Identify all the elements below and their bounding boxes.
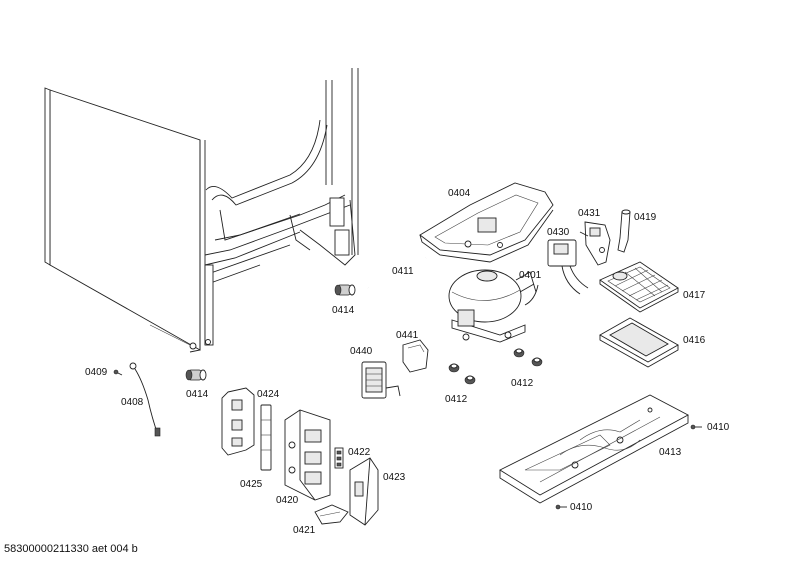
label-0440: 0440: [350, 346, 373, 357]
part-0410-screw-a: [690, 424, 702, 430]
label-0419: 0419: [634, 212, 657, 223]
part-0412-grommets-b: [513, 348, 543, 367]
part-0419-hose: [617, 209, 631, 253]
part-0401-compressor: [448, 269, 539, 343]
label-0441: 0441: [396, 330, 419, 341]
part-0424-holder: [221, 387, 255, 456]
label-0423: 0423: [383, 472, 406, 483]
label-0409: 0409: [85, 367, 108, 378]
part-0416-tray: [599, 317, 679, 368]
part-0430-starter: [547, 239, 589, 295]
label-0414-a: 0414: [332, 305, 355, 316]
part-0410-screw-b: [555, 504, 567, 510]
label-0412-a: 0412: [445, 394, 468, 405]
part-0421-clip: [314, 504, 349, 525]
label-0422: 0422: [348, 447, 371, 458]
label-0411: 0411: [392, 266, 414, 277]
part-0408-cable: [129, 362, 161, 437]
part-0414-foot-a: [334, 284, 356, 296]
part-0423-cover: [349, 457, 379, 526]
part-0411-hose: [366, 257, 428, 306]
label-0421: 0421: [293, 525, 316, 536]
label-0410-a: 0410: [707, 422, 730, 433]
part-0431-bracket: [579, 221, 611, 266]
label-0424: 0424: [257, 389, 280, 400]
label-0408: 0408: [121, 397, 144, 408]
part-0412-grommets-a: [448, 363, 476, 385]
part-0409-screw: [113, 369, 123, 376]
label-0431: 0431: [578, 208, 601, 219]
part-0404-evaporation-tray: [419, 182, 554, 263]
label-0414-b: 0414: [186, 389, 209, 400]
label-0404: 0404: [448, 188, 471, 199]
part-0422-connector: [334, 447, 344, 469]
label-0420: 0420: [276, 495, 299, 506]
part-0441-cover: [402, 339, 429, 373]
label-0413: 0413: [659, 447, 682, 458]
part-0414-foot-b: [185, 369, 207, 381]
drawing-number: 58300000211330 aet 004 b: [4, 543, 138, 555]
part-0417-grille: [599, 261, 679, 313]
refrigerator-cabinet: [44, 68, 359, 353]
part-0440-electronic-module: [361, 361, 401, 399]
label-0401: 0401: [519, 270, 542, 281]
label-0430: 0430: [547, 227, 570, 238]
part-0420-control-board: [284, 409, 331, 501]
label-0417: 0417: [683, 290, 706, 301]
part-0413-base-plate: [499, 394, 689, 504]
part-0425-strip: [260, 404, 272, 471]
label-0410-b: 0410: [570, 502, 593, 513]
label-0412-b: 0412: [511, 378, 534, 389]
label-0416: 0416: [683, 335, 706, 346]
label-0425: 0425: [240, 479, 263, 490]
